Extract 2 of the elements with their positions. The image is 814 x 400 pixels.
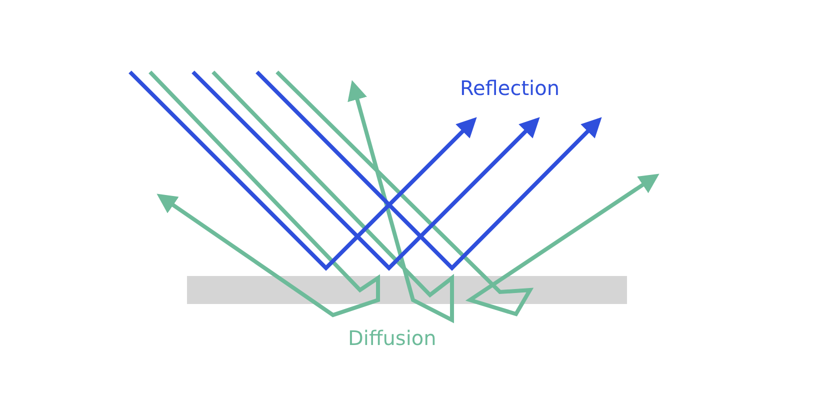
diagram-label: Diffusion: [348, 326, 436, 350]
diagram-label: Reflection: [460, 76, 560, 100]
